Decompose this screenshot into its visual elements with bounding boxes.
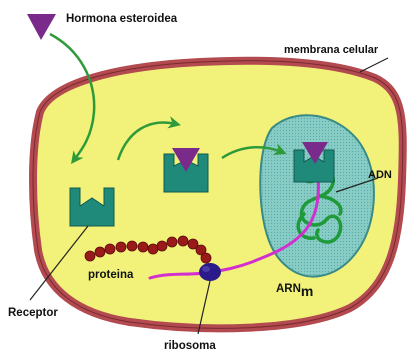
membrane-pointer [360,58,388,72]
receptor-label: Receptor [8,307,58,319]
protein-label: proteina [88,269,134,281]
ribosome-label: ribosoma [164,340,216,352]
hormone-label: Hormona esteroidea [66,13,178,25]
hormone-receptor-complex [164,148,208,192]
mrna-subscript: m [301,283,313,299]
ribosome-icon [199,263,221,281]
membrane-label: membrana celular [284,44,379,56]
dna-label: ADN [368,169,392,181]
